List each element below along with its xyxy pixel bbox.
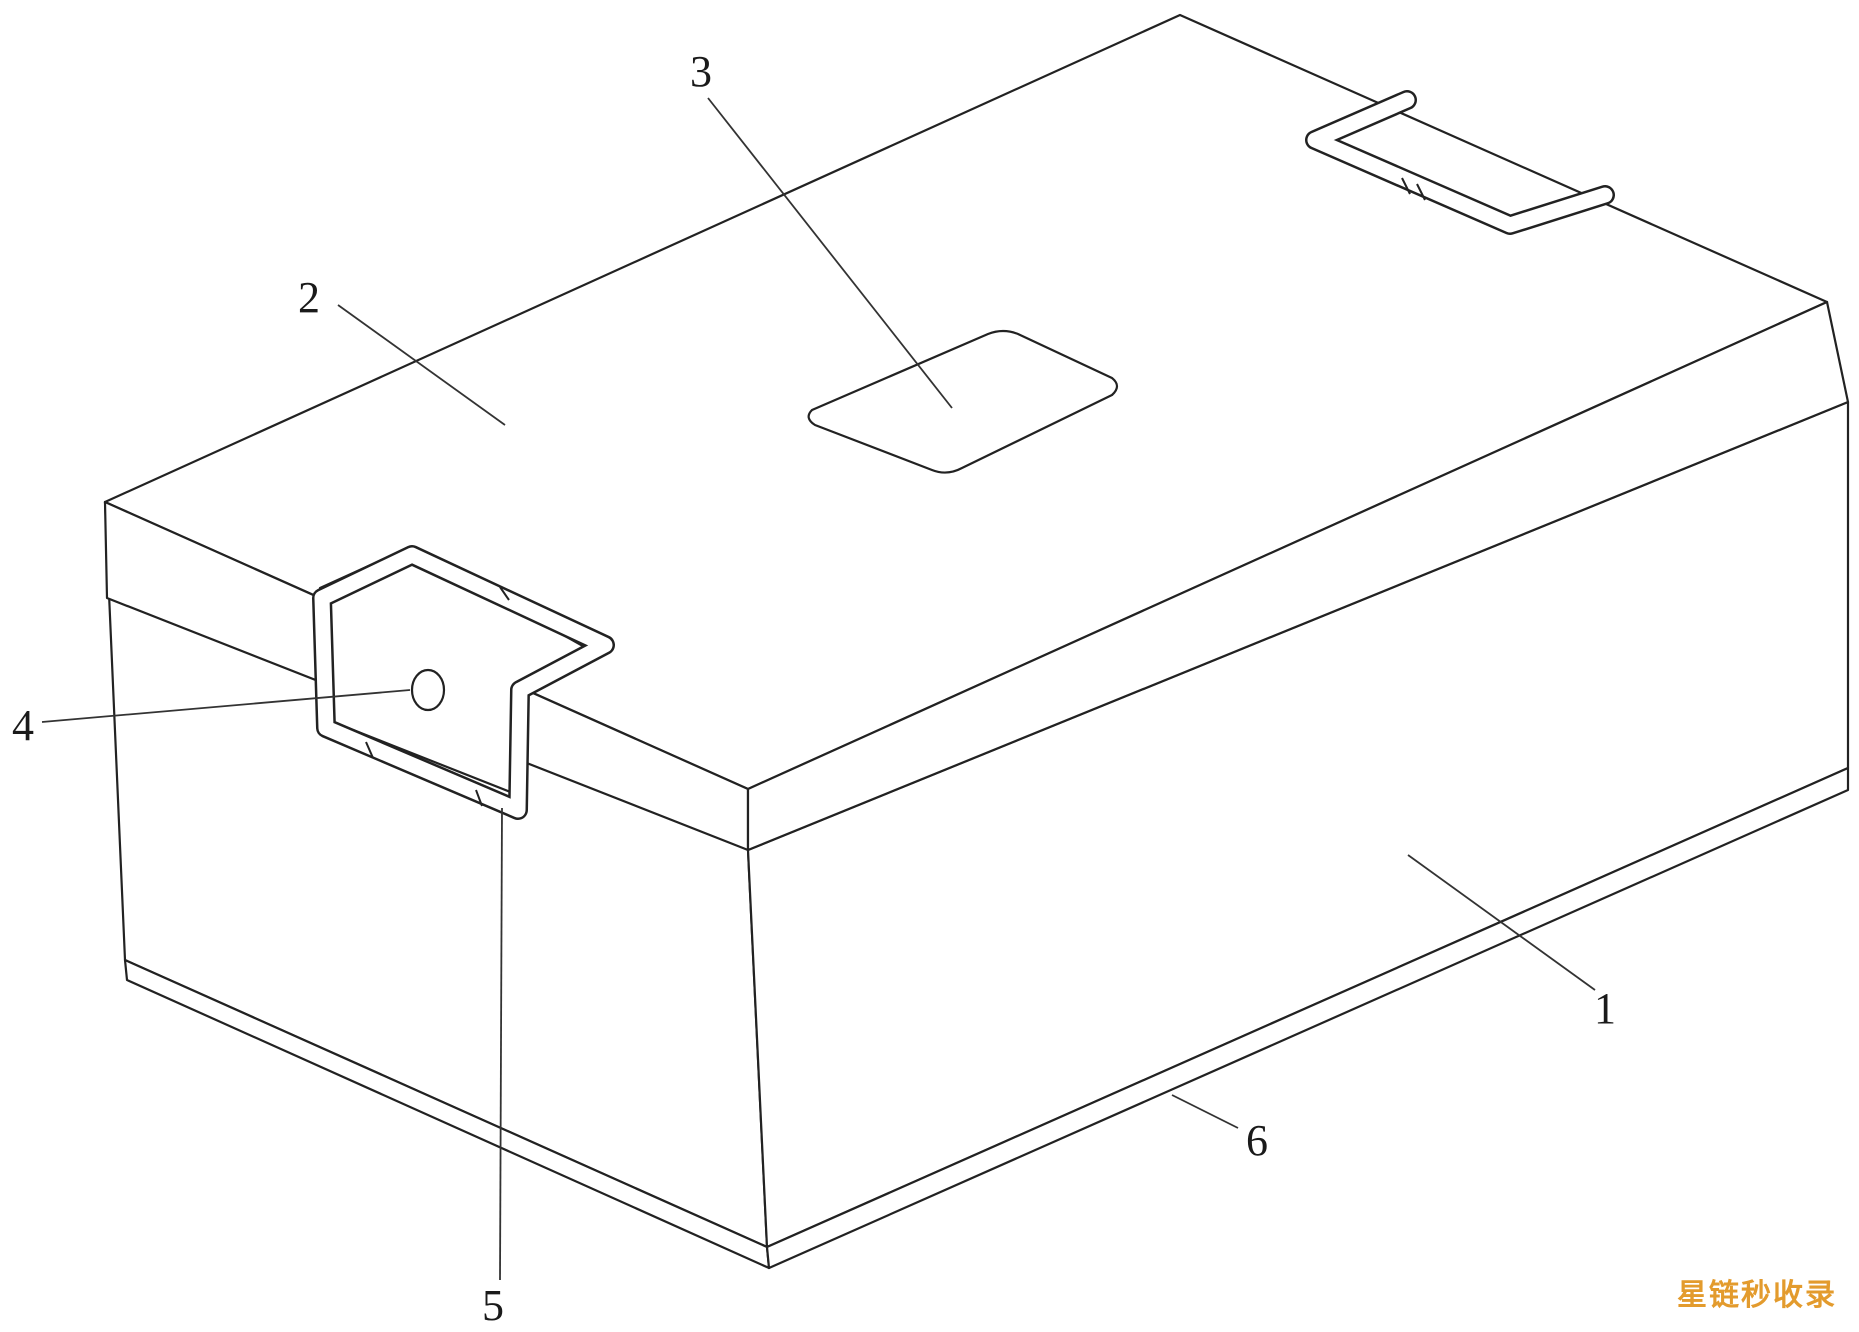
latch-hole <box>410 668 446 712</box>
label-plate <box>807 329 1119 474</box>
lid-right-skirt <box>746 300 1850 852</box>
callout-1: 1 <box>1594 984 1616 1033</box>
front-handle-joint <box>365 741 374 759</box>
rear-handle <box>1305 90 1615 235</box>
leader-line-5 <box>499 807 503 1281</box>
callout-3: 3 <box>690 47 712 96</box>
callout-5: 5 <box>482 1281 504 1330</box>
leader-lines <box>41 97 1596 1281</box>
leader-line-2 <box>337 304 506 426</box>
callout-2: 2 <box>298 273 320 322</box>
callout-6: 6 <box>1246 1116 1268 1165</box>
leader-line-4 <box>41 689 411 723</box>
front-handle <box>312 545 615 820</box>
leader-line-3 <box>707 97 953 409</box>
watermark-text: 星链秒收录 <box>1677 1278 1837 1313</box>
callout-labels: 1 2 3 4 5 6 <box>12 47 1616 1330</box>
base-strip <box>123 766 1850 1270</box>
front-handle-joint <box>475 789 483 807</box>
callout-4: 4 <box>12 701 34 750</box>
leader-line-1 <box>1407 854 1596 991</box>
front-handle-joint <box>499 586 510 601</box>
base-right-face <box>765 766 1850 1270</box>
rear-handle-joint <box>1416 183 1426 201</box>
rear-handle-joint <box>1401 177 1411 195</box>
leader-line-6 <box>1171 1094 1239 1129</box>
